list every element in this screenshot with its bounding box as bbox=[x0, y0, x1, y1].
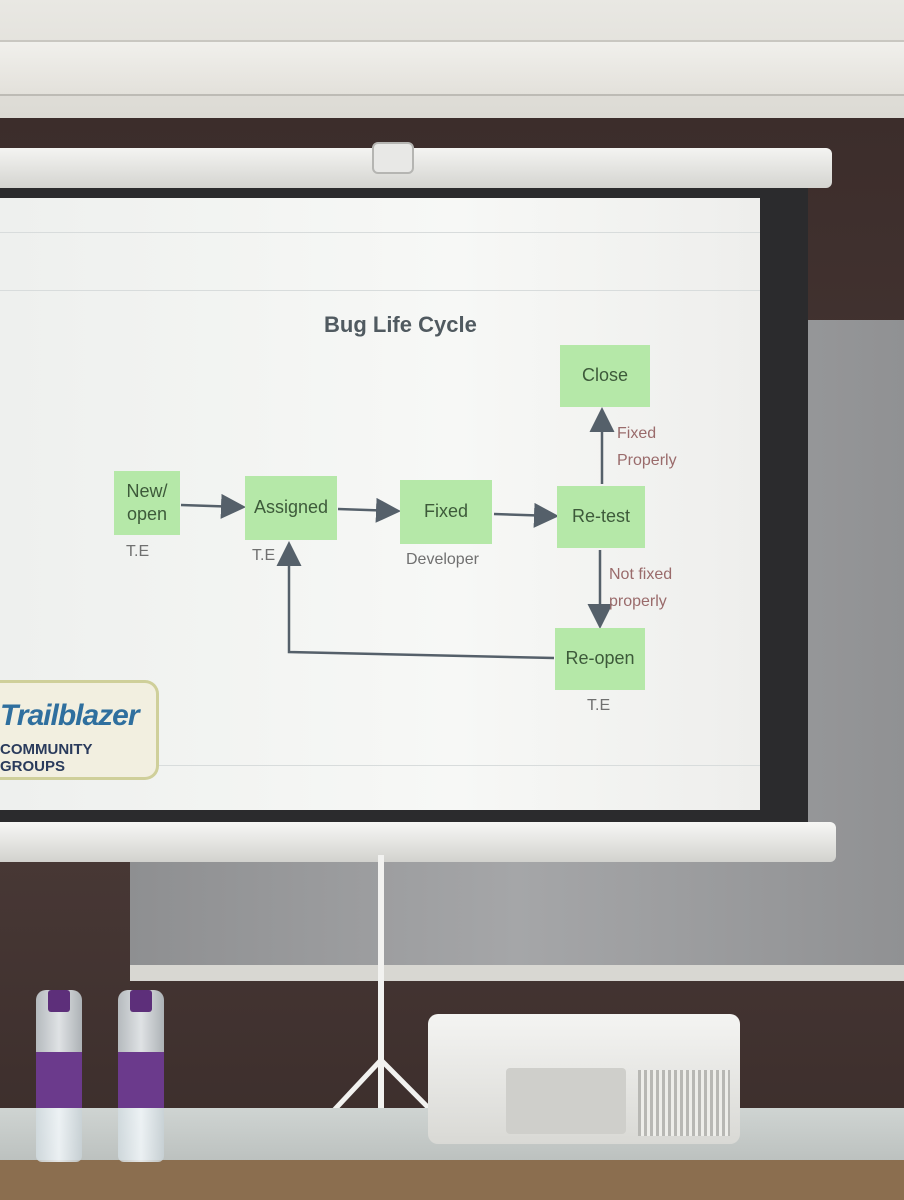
projector-ports bbox=[506, 1068, 626, 1134]
wall-shelf bbox=[130, 965, 904, 981]
sublabel-new-open: T.E bbox=[126, 543, 150, 560]
node-reopen: Re-open bbox=[555, 628, 645, 690]
trailblazer-logo: Trailblazer COMMUNITY GROUPS bbox=[0, 680, 159, 780]
slide-title: Bug Life Cycle bbox=[324, 312, 477, 337]
edge-label-fixed-properly: Fixed Properly bbox=[617, 425, 677, 470]
slide-footer-line bbox=[0, 765, 760, 766]
screen-bottom-bar bbox=[0, 822, 836, 862]
screen-hook bbox=[372, 142, 414, 174]
projector bbox=[428, 1014, 740, 1144]
bottle-label bbox=[118, 1052, 164, 1108]
screen-roller bbox=[0, 148, 832, 188]
sublabel-assigned: T.E bbox=[252, 547, 276, 564]
arrow-fixed-to-retest bbox=[493, 502, 559, 528]
bottle-label bbox=[36, 1052, 82, 1108]
node-assigned-label: Assigned bbox=[253, 497, 329, 518]
arrow-reopen-to-assigned bbox=[276, 541, 555, 660]
sublabel-fixed: Developer bbox=[406, 551, 479, 568]
node-new-open: New/ open bbox=[114, 471, 180, 535]
arrow-new-to-assigned bbox=[180, 493, 246, 519]
edge-label-not-fixed-properly: Not fixed properly bbox=[609, 566, 673, 611]
water-bottle bbox=[36, 990, 82, 1162]
slide-header-line bbox=[0, 232, 760, 233]
table-edge bbox=[0, 1160, 904, 1200]
node-assigned: Assigned bbox=[245, 476, 337, 540]
projector-vent bbox=[638, 1070, 730, 1136]
node-retest: Re-test bbox=[557, 486, 645, 548]
ceiling-band bbox=[0, 40, 904, 96]
node-close: Close bbox=[560, 345, 650, 407]
arrow-assigned-to-fixed bbox=[337, 497, 401, 523]
node-fixed-label: Fixed bbox=[423, 501, 468, 522]
node-reopen-label: Re-open bbox=[565, 648, 635, 669]
node-new-open-label: New/ open bbox=[126, 480, 168, 524]
water-bottle bbox=[118, 990, 164, 1162]
logo-wordmark: Trailblazer bbox=[0, 699, 140, 732]
bottle-cap bbox=[48, 990, 70, 1012]
slide-header-line bbox=[0, 290, 760, 291]
bottle-cap bbox=[130, 990, 152, 1012]
sublabel-reopen: T.E bbox=[587, 697, 611, 714]
node-retest-label: Re-test bbox=[571, 506, 631, 527]
logo-subtitle: COMMUNITY GROUPS bbox=[0, 741, 93, 775]
node-fixed: Fixed bbox=[400, 480, 492, 544]
node-close-label: Close bbox=[581, 365, 629, 386]
